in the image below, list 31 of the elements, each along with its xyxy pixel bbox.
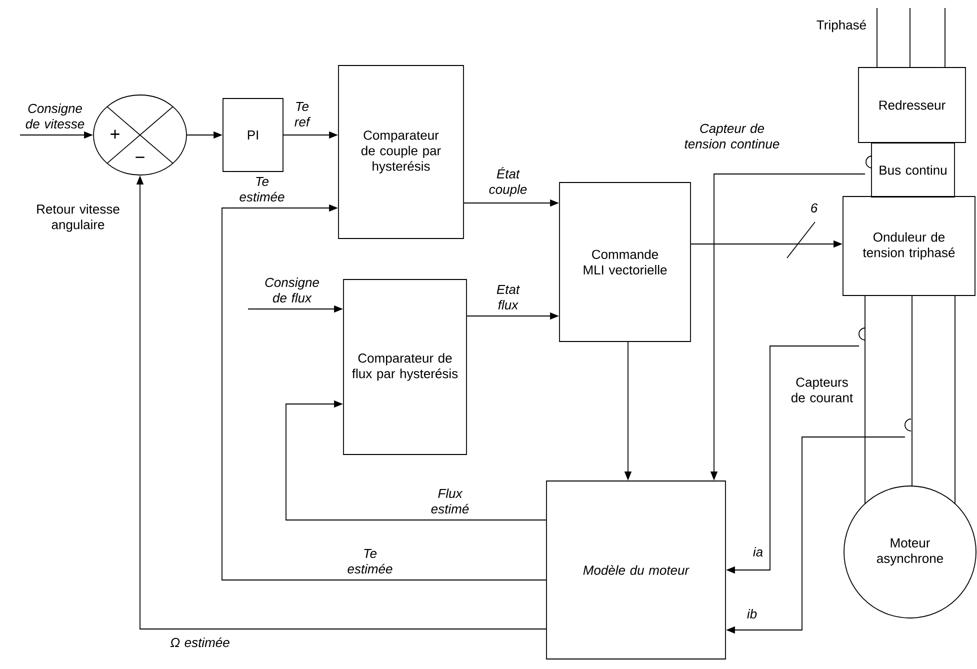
bus-box: Bus continu	[871, 142, 955, 198]
arrow	[286, 400, 546, 520]
sensor-label: Capteurs de courant	[791, 378, 853, 402]
edge-label: ib	[747, 609, 757, 619]
control-box: Commande MLI vectorielle	[559, 182, 691, 342]
arrow	[222, 204, 546, 580]
edge-label: Capteur de tension continue	[684, 124, 780, 149]
rectifier-box: Redresseur	[858, 67, 966, 143]
edge-label: Consigne de vitesse	[26, 104, 84, 129]
comparator-box: Comparateur de flux par hysterésis	[343, 279, 467, 455]
line	[954, 296, 956, 504]
line	[864, 296, 866, 504]
edge-label: État couple	[489, 167, 527, 197]
summing-junction: + −	[93, 94, 187, 176]
model-box: Modèle du moteur	[546, 480, 726, 660]
line	[876, 8, 878, 68]
supply-label: Triphasé	[816, 20, 866, 32]
line	[944, 8, 946, 68]
edge-label: Consigne de flux	[265, 278, 319, 303]
edge-label: Etat flux	[496, 284, 520, 310]
signal-label: Te estimée	[240, 176, 284, 202]
edge-label: Te estimée	[348, 548, 392, 574]
comparator-box: Comparateur de couple par hysterésis	[338, 65, 464, 239]
controller-box: PI	[222, 98, 284, 172]
edge-label: Ω estimée	[170, 637, 230, 648]
edge-label: ia	[753, 547, 763, 557]
edge-label: Flux estimé	[431, 488, 469, 514]
inverter-box: Onduleur de tension triphasé	[842, 196, 976, 296]
edge-label: 6	[811, 203, 818, 213]
edge-label: Te ref	[294, 102, 311, 127]
feedback-label: Retour vitesse angulaire	[37, 204, 120, 232]
